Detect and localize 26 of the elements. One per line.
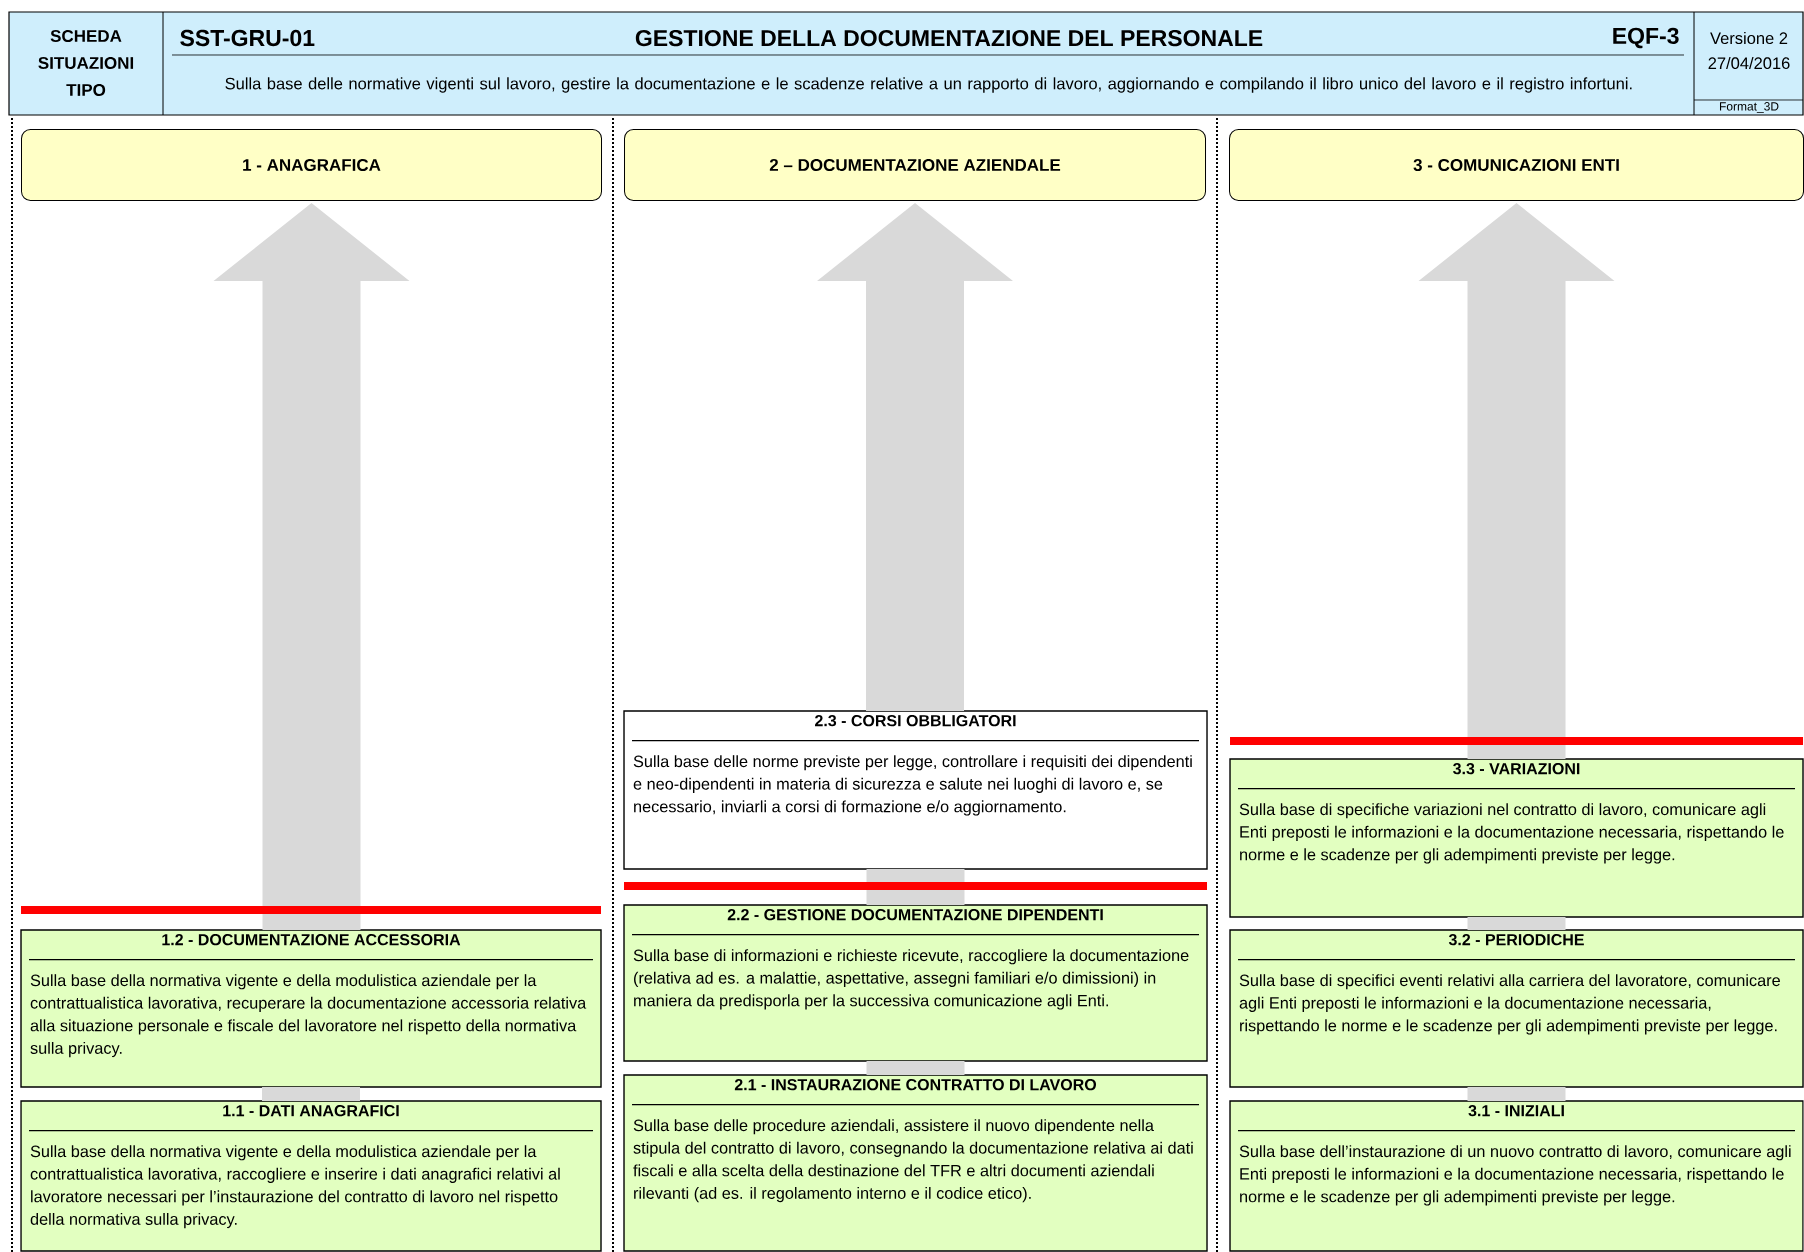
arrow-shaft: [1467, 917, 1566, 930]
header-label: SCHEDA SITUAZIONI TIPO: [38, 30, 134, 96]
activity-box: 3.3 - VARIAZIONI Sulla base di specifiche variazioni nel contratto di lavoro, comunicare agli Enti preposti le informazioni e la documentazione necessaria, rispettando le norme e le scadenze per gli adempimenti previste per legge.: [1229, 758, 1804, 918]
arrow: [1418, 203, 1615, 759]
activity-box: 1.2 - DOCUMENTAZIONE ACCESSORIA Sulla base della normativa vigente e della modulistica aziendale per la contrattualistica lavorativa, recuperare la documentazione accessoria relativa alla situazione personale e fiscale del lavoratore nel rispetto della normativa sulla privacy.: [20, 929, 602, 1088]
arrow-shaft: [1467, 1087, 1566, 1101]
code-label: SST-GRU-01: [180, 29, 315, 47]
activity-box: 3.2 - PERIODICHE Sulla base di specifici eventi relativi alla carriera del lavoratore, comunicare agli Enti preposti le informazioni e la documentazione necessaria, rispettando le norme e le scadenze per gli adempimenti previste per legge.: [1229, 929, 1804, 1088]
column-header: 1 - ANAGRAFICA: [21, 129, 602, 201]
version-label: Versione 2: [1710, 31, 1788, 45]
activity-box: 3.1 - INIZIALI Sulla base dell’instaurazione di un nuovo contratto di lavoro, comunicare agli Enti preposti le informazioni e la documentazione necessaria, rispettando le norme e le scadenze per gli adempimenti previste per legge.: [1229, 1100, 1804, 1252]
arrow: [213, 203, 410, 930]
format-label: Format_3D: [1720, 102, 1779, 113]
date-label: 27/04/2016: [1708, 56, 1790, 70]
activity-box: 2.1 - INSTAURAZIONE CONTRATTO DI LAVORO Sulla base delle procedure aziendali, assistere il nuovo dipendente nella stipula del contratto di lavoro, consegnando la documentazione relativa ai dati fiscali e alla scelta della destinazione del TFR e altri documenti aziendali rilevanti (ad es. il regolamento interno e il codice etico).: [623, 1074, 1208, 1252]
activity-box: 1.1 - DATI ANAGRAFICI Sulla base della normativa vigente e della modulistica aziendale per la contrattualistica lavorativa, raccogliere e inserire i dati anagrafici relativi al lavoratore necessari per l’instaurazione del contratto di lavoro nel rispetto della normativa sulla privacy.: [20, 1100, 602, 1252]
arrow: [817, 203, 1013, 711]
arrow-shaft: [866, 1061, 965, 1075]
title: GESTIONE DELLA DOCUMENTAZIONE DEL PERSONALE: [635, 29, 1263, 47]
arrow-shaft: [262, 1087, 360, 1101]
column-header: 3 - COMUNICAZIONI ENTI: [1229, 129, 1804, 201]
column-header: 2 – DOCUMENTAZIONE AZIENDALE: [624, 129, 1206, 201]
activity-box: 2.2 - GESTIONE DOCUMENTAZIONE DIPENDENTI Sulla base di informazioni e richieste ricevute, raccogliere la documentazione (relativa ad es. a malattie, aspettative, assegni familiari e/o dimissioni) in maniera da predisporla per la successiva comunicazione agli Enti.: [623, 904, 1208, 1062]
description-text: Sulla base delle normative vigenti sul lavoro, gestire la documentazione e le scadenze relative a un rapporto di lavoro, aggiornando e compilando il libro unico del lavoro e il registro infortuni.: [225, 77, 1632, 93]
level-label: EQF-3: [1613, 27, 1679, 49]
activity-box: 2.3 - CORSI OBBLIGATORI Sulla base delle norme previste per legge, controllare i requisiti dei dipendenti e neo-dipendenti in materia di sicurezza e salute nei luoghi di lavoro e, se necessario, inviarli a corsi di formazione e/o aggiornamento.: [623, 710, 1208, 870]
